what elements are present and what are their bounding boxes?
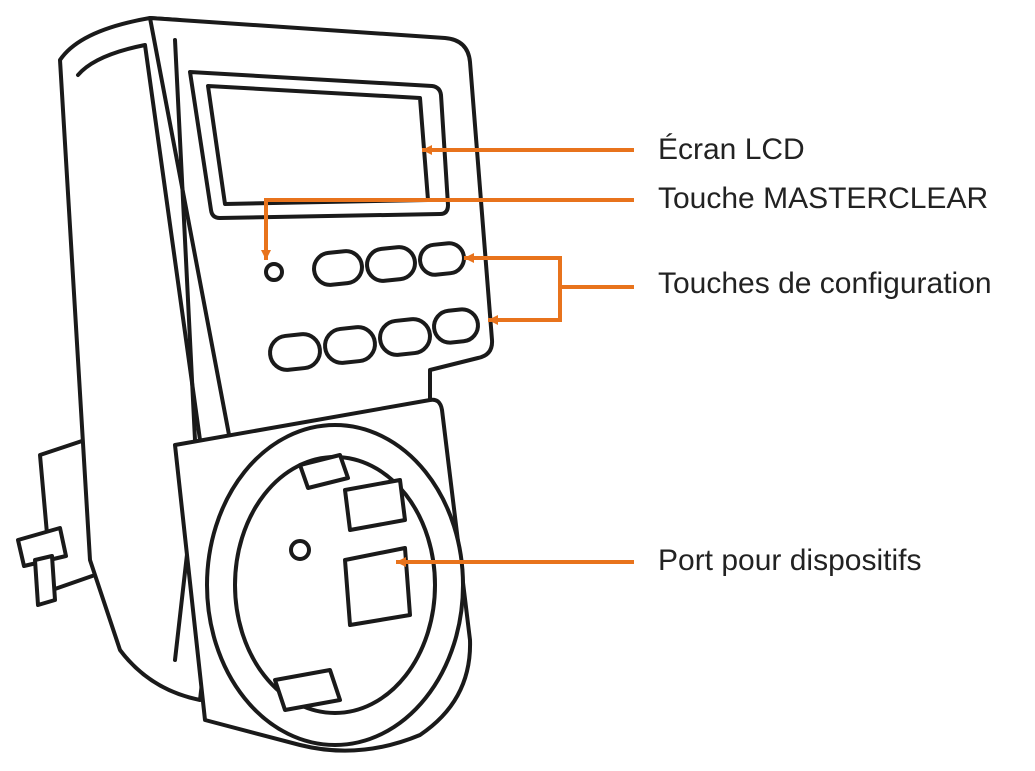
callout-lines [261,145,634,567]
housing-side-edge [76,43,202,662]
faceplate-edge [173,38,197,442]
socket-slot-upper [343,478,407,532]
callout-label-masterclear: Touche MASTERCLEAR [658,182,989,215]
config-buttons-bottom [268,307,480,372]
callout-label-lcd: Écran LCD [658,133,805,166]
socket-pin-hole [289,539,311,561]
earth-clip-bottom [273,668,342,712]
callout-label-port: Port pour dispositifs [658,544,922,577]
device-drawing [16,16,495,753]
earth-clip-top [298,453,350,490]
masterclear-button [264,262,284,282]
config-buttons-top [312,241,466,287]
socket-slot-lower [343,546,412,627]
callout-line-masterclear [261,198,634,260]
callout-label-config: Touches de configuration [658,267,992,300]
lcd-screen [206,84,430,206]
